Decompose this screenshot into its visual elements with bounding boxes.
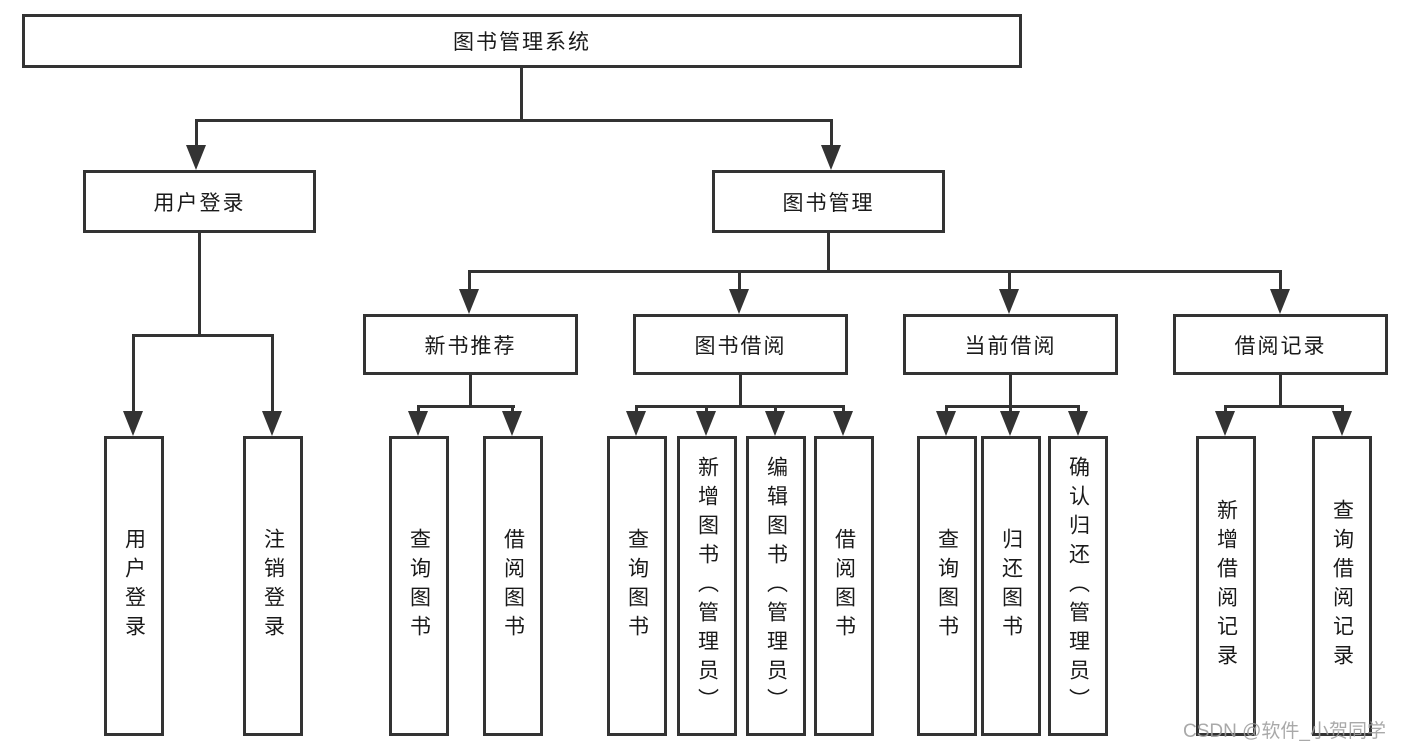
connector-line	[705, 405, 708, 413]
connector-line	[1009, 375, 1012, 407]
arrow-down-icon	[936, 411, 956, 436]
connector-line	[469, 375, 472, 407]
leaf-query-books-2: 查询图书	[607, 436, 667, 736]
leaf-add-borrow-record: 新增借阅记录	[1196, 436, 1256, 736]
arrow-down-icon	[999, 289, 1019, 314]
leaf-user-login: 用户登录	[104, 436, 164, 736]
leaf-query-books-3-label: 查询图书	[935, 528, 959, 644]
leaf-return-books-label: 归还图书	[999, 528, 1023, 644]
arrow-down-icon	[186, 145, 206, 170]
leaf-query-books-3: 查询图书	[917, 436, 977, 736]
connector-line	[945, 405, 1080, 408]
leaf-add-books-admin-label: 新增图书（管理员）	[695, 455, 719, 717]
leaf-query-borrow-record: 查询借阅记录	[1312, 436, 1372, 736]
leaf-query-borrow-record-label: 查询借阅记录	[1330, 499, 1354, 673]
leaf-add-books-admin: 新增图书（管理员）	[677, 436, 737, 736]
connector-line	[827, 233, 830, 273]
node-current-borrowing: 当前借阅	[903, 314, 1118, 375]
connector-line	[468, 270, 1282, 273]
connector-line	[635, 405, 845, 408]
node-user-login: 用户登录	[83, 170, 316, 233]
leaf-query-books-1: 查询图书	[389, 436, 449, 736]
node-new-book-recommend-label: 新书推荐	[424, 334, 517, 358]
arrow-down-icon	[1332, 411, 1352, 436]
leaf-borrow-books-1-label: 借阅图书	[501, 528, 525, 644]
connector-line	[195, 119, 198, 146]
arrow-down-icon	[821, 145, 841, 170]
arrow-down-icon	[729, 289, 749, 314]
arrow-down-icon	[123, 411, 143, 436]
leaf-edit-books-admin: 编辑图书（管理员）	[746, 436, 806, 736]
leaf-return-books: 归还图书	[981, 436, 1041, 736]
connector-line	[1077, 405, 1080, 413]
arrow-down-icon	[1000, 411, 1020, 436]
node-book-management: 图书管理	[712, 170, 945, 233]
leaf-borrow-books-2: 借阅图书	[814, 436, 874, 736]
node-borrowing-records: 借阅记录	[1173, 314, 1388, 375]
connector-line	[830, 119, 833, 146]
connector-line	[738, 270, 741, 291]
connector-line	[1009, 405, 1012, 413]
node-library-system-label: 图书管理系统	[453, 31, 591, 54]
arrow-down-icon	[459, 289, 479, 314]
connector-line	[1279, 270, 1282, 291]
node-new-book-recommend: 新书推荐	[363, 314, 578, 375]
arrow-down-icon	[626, 411, 646, 436]
connector-line	[468, 270, 471, 291]
leaf-user-login-label: 用户登录	[122, 528, 146, 644]
connector-line	[1224, 405, 1227, 413]
node-borrowing-records-label: 借阅记录	[1234, 334, 1327, 358]
connector-line	[635, 405, 638, 413]
node-library-system: 图书管理系统	[22, 14, 1022, 68]
arrow-down-icon	[765, 411, 785, 436]
leaf-confirm-return-admin-label: 确认归还（管理员）	[1066, 455, 1090, 717]
leaf-logout-login: 注销登录	[243, 436, 303, 736]
arrow-down-icon	[696, 411, 716, 436]
arrow-down-icon	[1215, 411, 1235, 436]
node-book-borrowing: 图书借阅	[633, 314, 848, 375]
connector-line	[520, 68, 523, 122]
connector-line	[945, 405, 948, 413]
node-user-login-label: 用户登录	[153, 191, 246, 215]
connector-line	[271, 334, 274, 413]
leaf-borrow-books-2-label: 借阅图书	[832, 528, 856, 644]
arrow-down-icon	[833, 411, 853, 436]
connector-line	[132, 334, 274, 337]
arrow-down-icon	[408, 411, 428, 436]
connector-line	[1008, 270, 1011, 291]
leaf-edit-books-admin-label: 编辑图书（管理员）	[764, 455, 788, 717]
leaf-confirm-return-admin: 确认归还（管理员）	[1048, 436, 1108, 736]
arrow-down-icon	[1068, 411, 1088, 436]
connector-line	[132, 334, 135, 413]
node-book-borrowing-label: 图书借阅	[694, 334, 787, 358]
connector-line	[774, 405, 777, 413]
connector-line	[417, 405, 420, 413]
connector-line	[195, 119, 833, 122]
connector-line	[198, 233, 201, 336]
arrow-down-icon	[262, 411, 282, 436]
connector-line	[417, 405, 515, 408]
leaf-add-borrow-record-label: 新增借阅记录	[1214, 499, 1238, 673]
arrow-down-icon	[502, 411, 522, 436]
node-current-borrowing-label: 当前借阅	[964, 334, 1057, 358]
connector-line	[1279, 375, 1282, 407]
leaf-logout-login-label: 注销登录	[261, 528, 285, 644]
node-book-management-label: 图书管理	[782, 191, 875, 215]
leaf-query-books-1-label: 查询图书	[407, 528, 431, 644]
connector-line	[739, 375, 742, 407]
leaf-borrow-books-1: 借阅图书	[483, 436, 543, 736]
connector-line	[1341, 405, 1344, 413]
arrow-down-icon	[1270, 289, 1290, 314]
connector-line	[511, 405, 514, 413]
watermark-text: CSDN @软件_小贺同学	[1183, 721, 1386, 742]
connector-line	[842, 405, 845, 413]
connector-line	[1224, 405, 1344, 408]
leaf-query-books-2-label: 查询图书	[625, 528, 649, 644]
